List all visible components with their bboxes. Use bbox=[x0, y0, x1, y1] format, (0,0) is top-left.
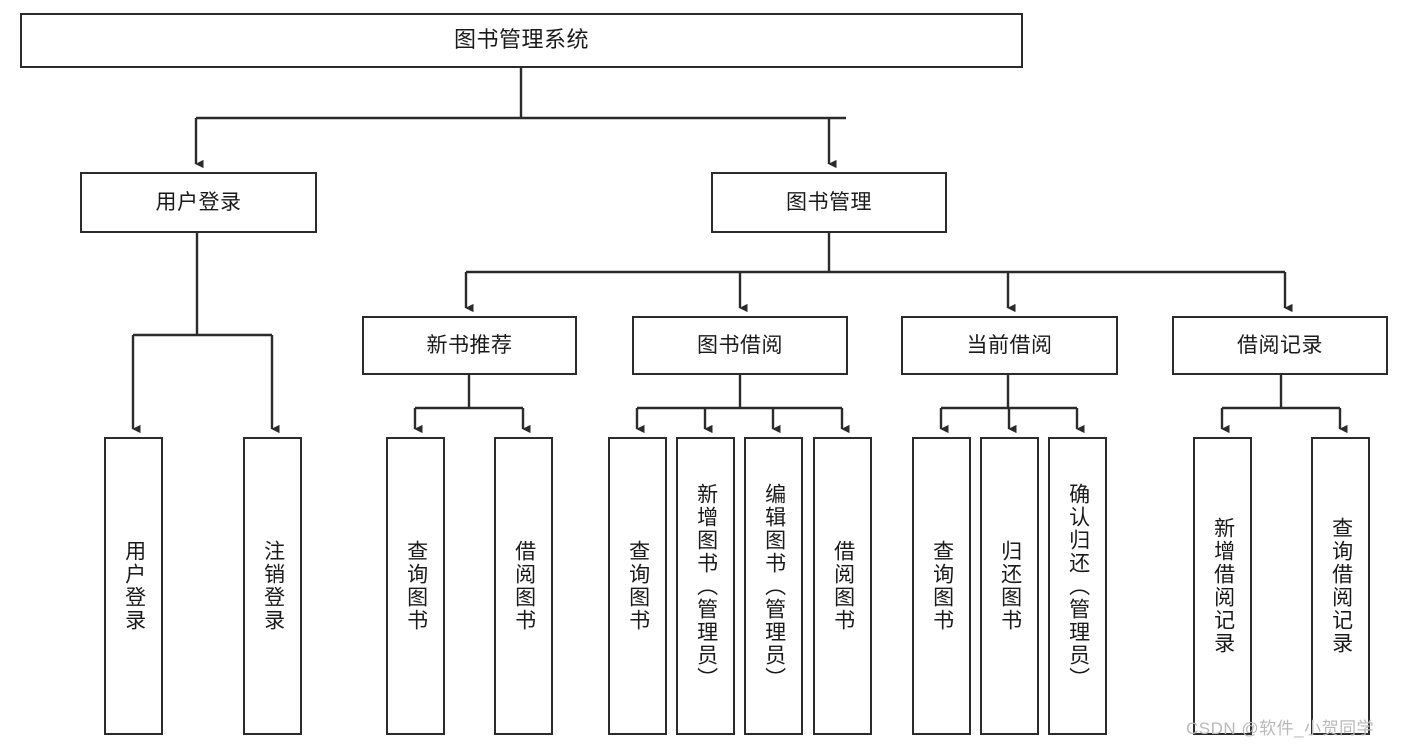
node-label: 用户登录 bbox=[122, 540, 146, 632]
node-label: 图书借阅 bbox=[697, 333, 783, 357]
node-label: 用户登录 bbox=[155, 190, 242, 214]
node-label: 图书管理系统 bbox=[453, 27, 589, 53]
node-label: 归还图书 bbox=[998, 540, 1022, 632]
node-borrow-record[interactable]: 借阅记录 bbox=[1172, 316, 1388, 375]
node-label: 查询图书 bbox=[404, 540, 428, 632]
leaf-new-book-borrow[interactable]: 借阅图书 bbox=[494, 437, 553, 735]
node-book-management[interactable]: 图书管理 bbox=[711, 172, 947, 233]
node-label: 查询图书 bbox=[626, 540, 650, 632]
node-label: 当前借阅 bbox=[966, 333, 1053, 357]
leaf-book-borrow-add[interactable]: 新增图书（管理员） bbox=[676, 437, 735, 735]
node-user-login[interactable]: 用户登录 bbox=[80, 172, 317, 233]
leaf-new-book-query[interactable]: 查询图书 bbox=[386, 437, 445, 735]
leaf-current-borrow-query[interactable]: 查询图书 bbox=[912, 437, 971, 735]
node-label: 借阅记录 bbox=[1237, 333, 1323, 357]
node-label: 新书推荐 bbox=[426, 333, 513, 357]
leaf-book-borrow-borrow[interactable]: 借阅图书 bbox=[813, 437, 872, 735]
leaf-borrow-record-add[interactable]: 新增借阅记录 bbox=[1193, 437, 1252, 735]
node-label: 查询图书 bbox=[930, 540, 954, 632]
node-label: 图书管理 bbox=[786, 190, 872, 214]
node-root-system[interactable]: 图书管理系统 bbox=[20, 13, 1023, 68]
leaf-user-login-signout[interactable]: 注销登录 bbox=[243, 437, 302, 735]
node-label: 确认归还（管理员） bbox=[1066, 482, 1090, 690]
leaf-current-borrow-confirm-return[interactable]: 确认归还（管理员） bbox=[1048, 437, 1107, 735]
leaf-borrow-record-query[interactable]: 查询借阅记录 bbox=[1311, 437, 1370, 735]
csdn-watermark: CSDN @软件_小贺同学 bbox=[1186, 719, 1375, 738]
node-new-book-recommend[interactable]: 新书推荐 bbox=[362, 316, 577, 375]
leaf-current-borrow-return[interactable]: 归还图书 bbox=[980, 437, 1039, 735]
node-current-borrow[interactable]: 当前借阅 bbox=[901, 316, 1118, 375]
node-label: 借阅图书 bbox=[831, 540, 855, 632]
leaf-book-borrow-query[interactable]: 查询图书 bbox=[608, 437, 667, 735]
node-label: 新增图书（管理员） bbox=[694, 482, 718, 690]
node-label: 注销登录 bbox=[261, 540, 285, 632]
node-label: 编辑图书（管理员） bbox=[762, 482, 786, 690]
node-label: 借阅图书 bbox=[512, 540, 536, 632]
leaf-user-login-signin[interactable]: 用户登录 bbox=[104, 437, 163, 735]
node-book-borrow[interactable]: 图书借阅 bbox=[632, 316, 848, 375]
node-label: 查询借阅记录 bbox=[1329, 517, 1353, 655]
node-label: 新增借阅记录 bbox=[1211, 517, 1235, 655]
leaf-book-borrow-edit[interactable]: 编辑图书（管理员） bbox=[744, 437, 803, 735]
